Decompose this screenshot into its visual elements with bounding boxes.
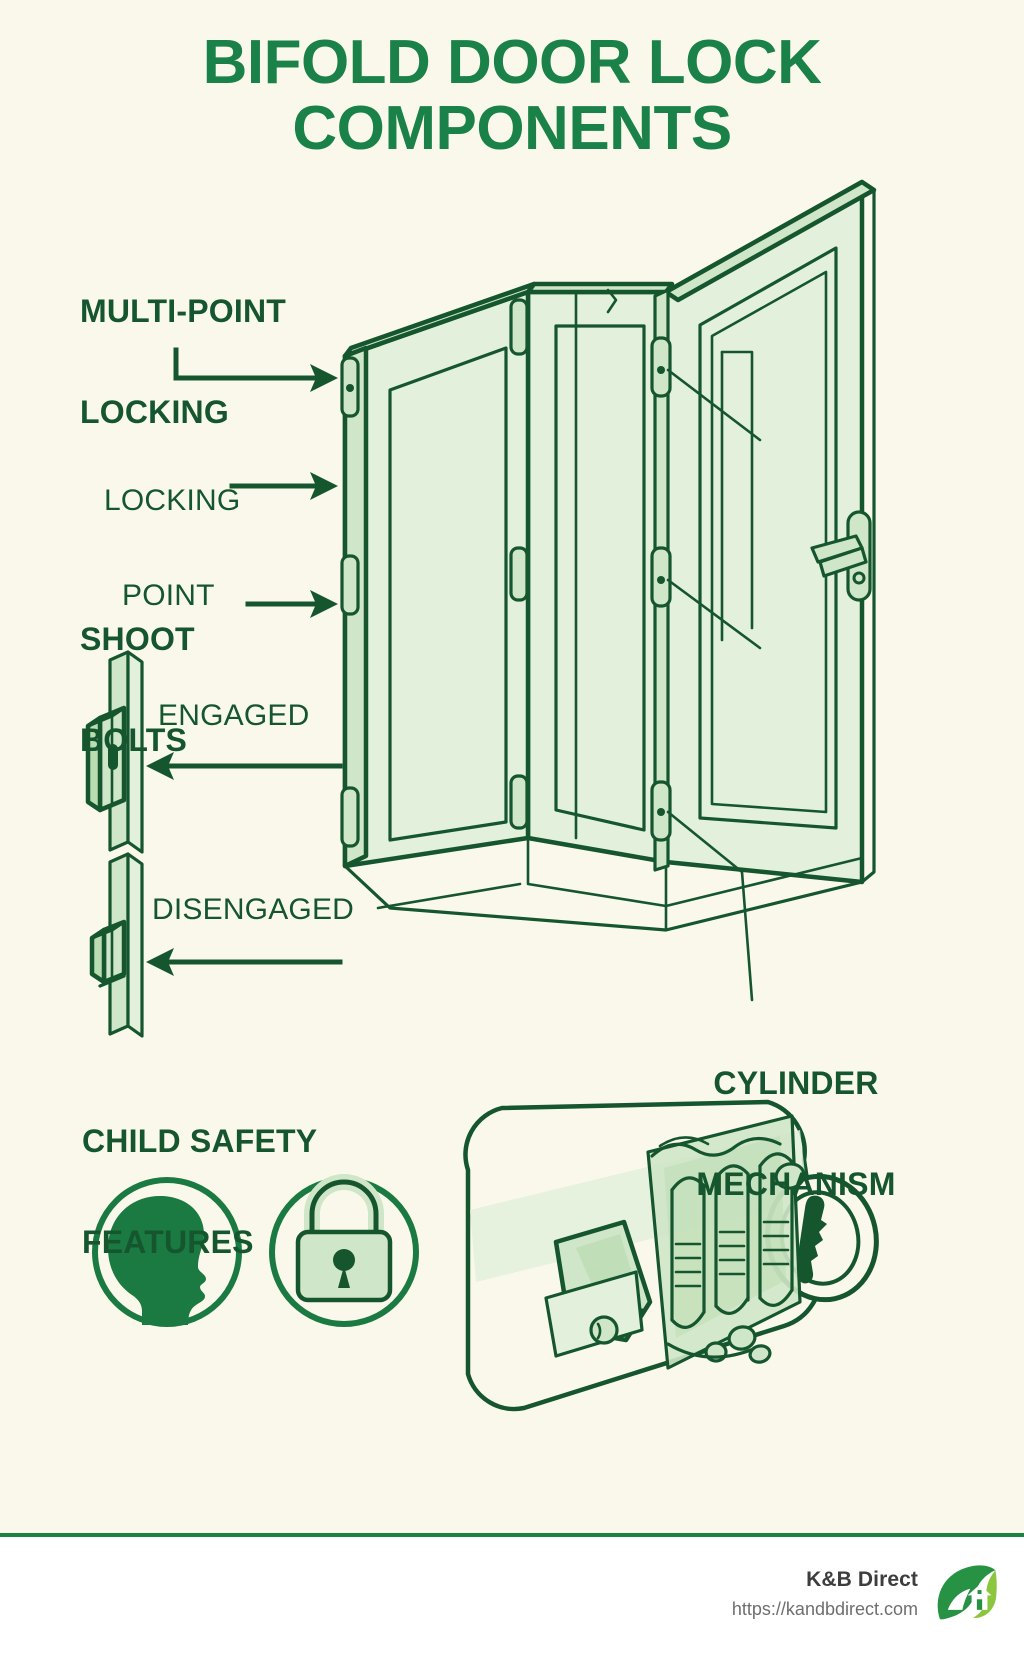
label-cylinder-mechanism: CYLINDER MECHANISM — [636, 1000, 956, 1269]
locking-point-line-1: LOCKING — [104, 484, 241, 517]
cylinder-top-detail — [650, 1136, 782, 1158]
cylinder-pin-stacks — [670, 1152, 806, 1363]
door-panel-right — [663, 179, 877, 885]
padlock-icon — [269, 1174, 419, 1327]
shoot-bolts-line-1: SHOOT — [80, 621, 195, 658]
label-locking-point: LOCKING POINT — [104, 422, 240, 674]
leaf-house-logo-icon — [937, 1565, 997, 1620]
shoot-bolts-line-2: BOLTS — [80, 721, 188, 758]
shoot-bolt-engaged — [85, 650, 144, 854]
label-shoot-bolts: SHOOT BOLTS — [80, 556, 195, 825]
door-handle-icon — [810, 510, 872, 602]
brand-url[interactable]: https://kandbdirect.com — [731, 1599, 918, 1620]
cylinder-bottom-rail — [666, 1342, 772, 1364]
door-panel-left — [342, 281, 537, 869]
leader-arrows — [146, 347, 522, 976]
child-safety-line-2: FEATURES — [82, 1223, 254, 1260]
page-title: BIFOLD DOOR LOCK COMPONENTS — [0, 28, 1024, 164]
locking-point-centre-mid — [509, 546, 529, 602]
locking-point-middle — [340, 554, 360, 616]
label-multi-point-locking: MULTI-POINT LOCKING — [80, 228, 286, 497]
label-disengaged: DISENGAGED — [152, 893, 355, 926]
cylinder-line-2: MECHANISM — [696, 1165, 896, 1202]
footer-divider — [0, 1533, 1024, 1538]
euro-cylinder-cutaway — [463, 1099, 879, 1412]
multi-point-line-2: LOCKING — [80, 393, 229, 430]
label-engaged: ENGAGED — [158, 699, 310, 732]
door-threshold — [343, 836, 864, 932]
cylinder-fixing-lug — [544, 1270, 644, 1358]
locking-point-top — [340, 356, 360, 418]
locking-point-hinge-low — [650, 780, 754, 1002]
shoot-bolt-disengaged — [89, 852, 144, 1038]
brand-name: K&B Direct — [806, 1567, 918, 1591]
cylinder-line-1: CYLINDER — [713, 1065, 879, 1102]
title-line-2: COMPONENTS — [292, 94, 732, 164]
child-head-icon — [92, 1177, 242, 1327]
locking-point-centre-low — [509, 774, 529, 830]
bifold-door-illustration — [340, 179, 877, 1002]
locking-point-hinge-mid — [650, 546, 762, 650]
multi-point-line-1: MULTI-POINT — [80, 293, 287, 330]
locking-point-line-2: POINT — [122, 578, 215, 612]
child-safety-line-1: CHILD SAFETY — [82, 1123, 318, 1160]
locking-point-centre-top — [509, 298, 529, 356]
label-child-safety: CHILD SAFETY FEATURES — [82, 1058, 317, 1327]
arrow-multi-point — [173, 347, 319, 381]
footer: K&B Direct https://kandbdirect.com — [0, 1537, 1024, 1666]
locking-point-bottom — [340, 786, 360, 848]
title-line-1: BIFOLD DOOR LOCK — [202, 28, 822, 97]
locking-point-hinge-top — [650, 336, 762, 442]
leader-disengaged — [376, 882, 522, 910]
